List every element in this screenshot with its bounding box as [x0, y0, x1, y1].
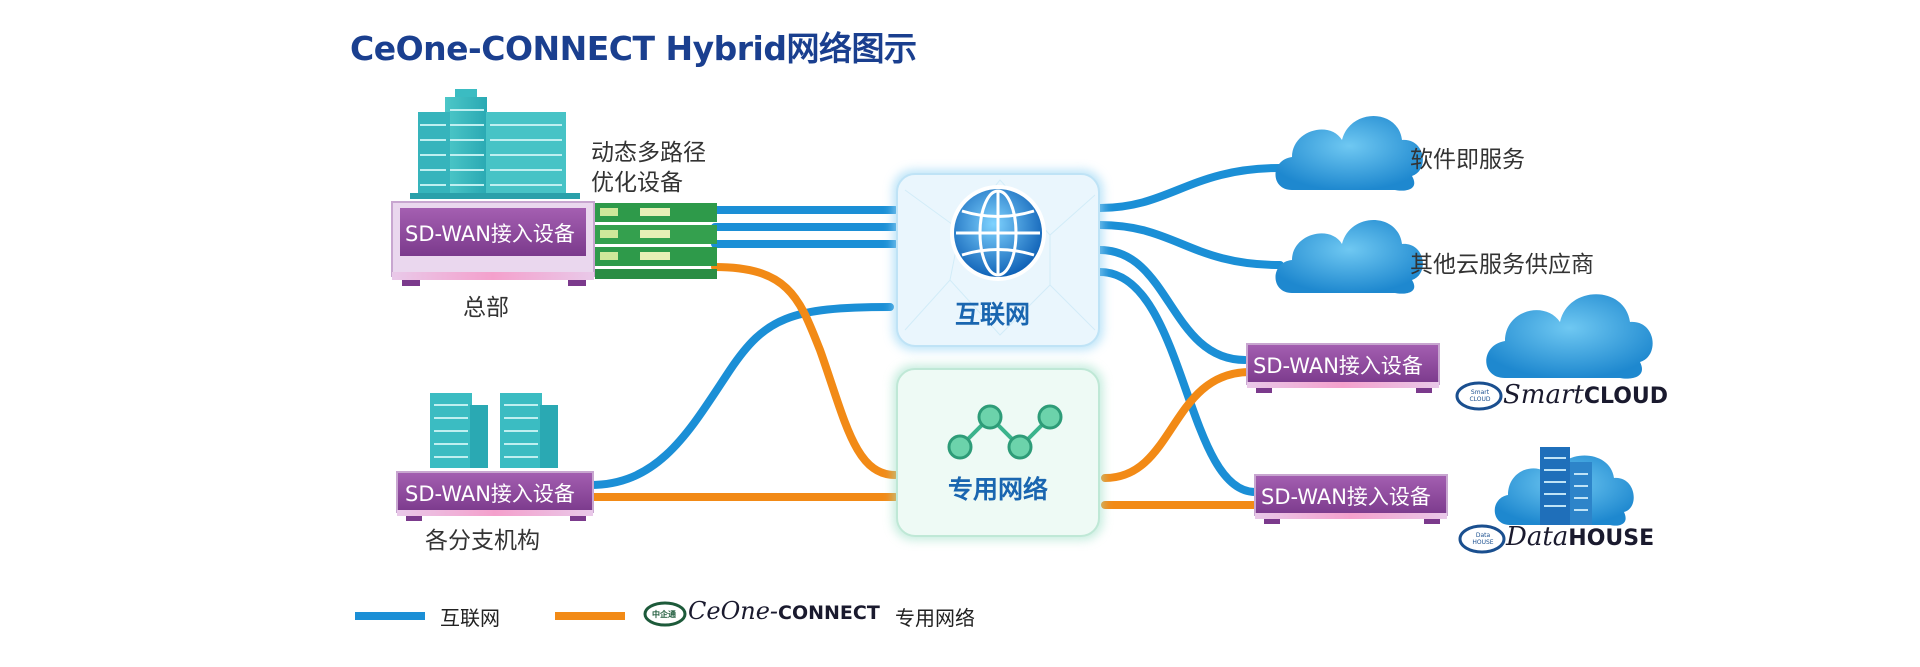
ceone-badge-icon — [643, 601, 687, 627]
optimizer-device-icon — [595, 203, 717, 279]
internet-network-box — [893, 170, 1103, 350]
smartcloud-logo-small: Smart CLOUD — [1469, 389, 1491, 403]
page-title: CeOne-CONNECT Hybrid网络图示 — [350, 29, 917, 68]
othercloud-cloud-icon — [1275, 220, 1423, 294]
private-smartcloud-link — [1101, 368, 1254, 482]
legend-ceone-badge-text: 中企通 — [652, 610, 676, 619]
branch-building-icon — [430, 393, 558, 468]
private-network-box — [893, 365, 1103, 540]
hq-private-link — [711, 263, 899, 479]
internet-links — [586, 164, 1284, 496]
datahouse-logo-badge — [1458, 524, 1506, 554]
internet-label: 互联网 — [955, 300, 1031, 329]
saas-label: 软件即服务 — [1410, 147, 1525, 173]
internet-datahouse-link — [1096, 268, 1259, 496]
datahouse-cloud-building-icon — [1494, 447, 1634, 526]
smartcloud-logo: SmartCLOUD — [1503, 380, 1669, 410]
branch-device-label: SD-WAN接入设备 — [405, 482, 575, 506]
internet-smartcloud-link — [1096, 246, 1249, 364]
internet-saas-link — [1096, 164, 1284, 212]
optimizer-label-line2: 优化设备 — [591, 170, 683, 196]
smartcloud-cloud-icon — [1486, 294, 1653, 379]
branch-sdwan-device — [396, 471, 594, 521]
hq-sdwan-device — [391, 201, 595, 286]
private-network-label: 专用网络 — [948, 475, 1049, 504]
legend-private-label: 专用网络 — [895, 606, 975, 630]
legend-ceone-brand: CeOne-CONNECT — [688, 597, 880, 625]
smartcloud-logo-badge — [1455, 381, 1503, 411]
globe-icon — [950, 185, 1046, 281]
network-nodes-icon — [947, 404, 1063, 460]
othercloud-label: 其他云服务供应商 — [1410, 252, 1594, 278]
datahouse-device-label: SD-WAN接入设备 — [1261, 485, 1431, 509]
hq-device-label: SD-WAN接入设备 — [405, 222, 575, 246]
smartcloud-device-label: SD-WAN接入设备 — [1253, 354, 1423, 378]
datahouse-logo: DataHOUSE — [1506, 522, 1655, 552]
datahouse-logo-small: Data HOUSE — [1472, 532, 1494, 546]
legend-internet-label: 互联网 — [440, 606, 500, 630]
branch-internet-link — [586, 303, 894, 489]
hq-building-icon — [410, 89, 580, 199]
hq-name: 总部 — [463, 295, 509, 321]
optimizer-label-line1: 动态多路径 — [591, 140, 706, 166]
smartcloud-sdwan-device — [1246, 343, 1440, 393]
internet-othercloud-link — [1096, 221, 1284, 269]
saas-cloud-icon — [1275, 116, 1423, 191]
datahouse-sdwan-device — [1254, 474, 1448, 524]
mesh-pattern — [904, 179, 1096, 336]
branch-name: 各分支机构 — [425, 528, 540, 554]
private-links — [586, 263, 1259, 509]
